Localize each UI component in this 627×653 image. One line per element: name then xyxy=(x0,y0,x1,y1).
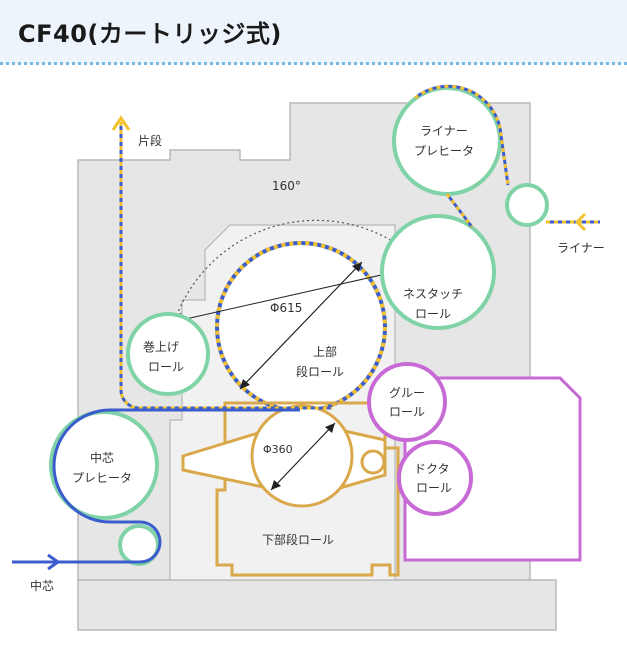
medium-label: 中芯 xyxy=(30,578,54,593)
lower-roll-cartridge: Φ360 下部段ロール xyxy=(181,393,400,577)
liner-label: ライナー xyxy=(557,241,605,255)
liner-preheater-label-1: ライナー xyxy=(420,124,468,138)
medium-preheater: 中芯 プレヒータ 中芯 xyxy=(12,408,300,593)
single-face-label: 片段 xyxy=(138,133,162,148)
liner-preheater: ライナー プレヒータ xyxy=(392,86,549,227)
page-title: CF40(カートリッジ式) xyxy=(18,20,282,48)
angle-label: 160° xyxy=(272,179,301,193)
medium-preheater-label-1: 中芯 xyxy=(90,450,114,465)
glue-unit: グルー ロール ドクタ ロール xyxy=(367,362,582,562)
press-roll-label-2: ロール xyxy=(415,307,451,321)
doctor-roll-label-1: ドクタ xyxy=(414,462,450,476)
header-bar: CF40(カートリッジ式) xyxy=(0,0,627,65)
takeup-label-2: ロール xyxy=(148,360,184,374)
press-roll-label-1: ネスタッチ xyxy=(403,287,463,301)
takeup-label-1: 巻上げ xyxy=(143,340,179,354)
glue-roll-label-1: グルー xyxy=(389,386,425,400)
upper-roll-dimension: Φ615 xyxy=(270,301,302,315)
lower-roll-dimension: Φ360 xyxy=(263,443,293,456)
liner-path: ライナー xyxy=(414,84,605,255)
press-roll: ネスタッチ ロール xyxy=(380,214,496,330)
header-divider xyxy=(0,62,627,65)
upper-roll-label-2: 段ロール xyxy=(296,364,344,379)
takeup-roll: 片段 巻上げ ロール xyxy=(111,115,332,410)
upper-roll-label-1: 上部 xyxy=(313,344,337,359)
liner-preheater-label-2: プレヒータ xyxy=(414,144,474,158)
medium-preheater-label-2: プレヒータ xyxy=(72,471,132,485)
doctor-roll-label-2: ロール xyxy=(416,481,452,495)
glue-roll-label-2: ロール xyxy=(389,405,425,419)
lower-roll-label: 下部段ロール xyxy=(262,532,334,547)
